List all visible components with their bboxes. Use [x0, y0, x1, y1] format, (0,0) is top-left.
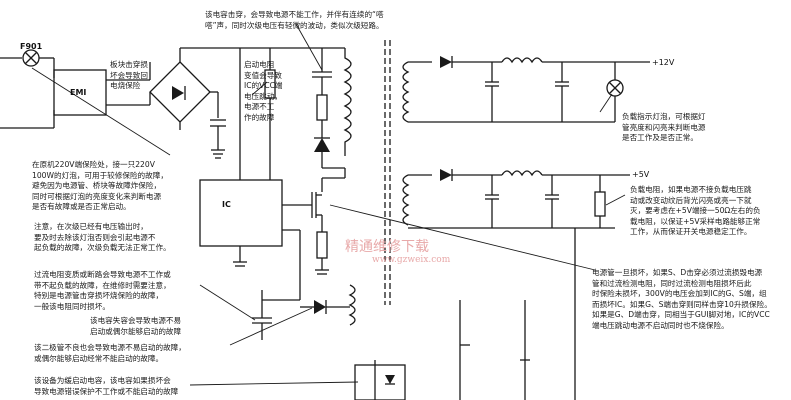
bridge-note: 板块击穿损 坏会导致回 电烧保险	[110, 60, 148, 91]
output-5v-label: +5V	[632, 170, 650, 179]
secondary-winding-12v-icon	[402, 61, 410, 123]
diode-note: 该二极管不良也会导致电源不易启动的故障， 或偶尔能够启动经常不能启动的故障。	[34, 343, 186, 363]
output-12v-label: +12V	[652, 58, 675, 67]
emi-label: EMI	[70, 88, 87, 97]
ic-label: IC	[222, 200, 231, 209]
capacitor-short-note: 该电容击穿，会导致电源不能工作，并伴有连续的“嗒 嗒”声，同时次级电压有轻微的波…	[205, 10, 384, 30]
load-lamp-note: 负载指示灯泡，可根据灯 管亮度和闪亮来判断电源 是否工作及是否正常。	[622, 112, 706, 143]
watermark-url: www.gzweix.com	[372, 255, 451, 265]
ic-box	[199, 179, 283, 247]
primary-winding-icon	[343, 48, 352, 156]
secondary-winding-5v-icon	[402, 174, 410, 226]
emi-filter-box	[53, 69, 107, 116]
watermark-text: 精通维修下载	[345, 239, 429, 255]
mains-lamp-note: 在原机220V端保险处，接一只220V 100W的灯泡，可用于较修保险的故障， …	[32, 160, 168, 212]
fuse-label: F901	[20, 42, 43, 51]
startup-resistor-note: 启动电阻 变值会导致 IC的VCC端 电压跳动， 电源不工 作的故障	[244, 60, 283, 122]
overcurrent-resistor-note: 过流电阻变质或断路会导致电源不工作或 带不起负载的故障，在维修时需要注意， 特别…	[34, 270, 171, 311]
mosfet-note: 电源管一旦损坏，如果S、D击穿必须过流损毁电源 管和过流检测电阻，同时过流检测电…	[592, 268, 772, 330]
attention-note: 注意，在次级已经有电压输出时， 要及时去除该灯泡否则会引起电源不 起负载的故障，…	[34, 222, 171, 253]
dummy-load-note: 负载电阻，如果电源不接负载电压跳 动或改变动纹后背光闪亮或亮一下就 灭，要考虑在…	[630, 185, 761, 237]
optocoupler-box	[354, 364, 406, 400]
optocoupler-note: 该设备为缓启动电容，该电容如果损坏会 导致电源错误保护不工作或不能启动的故障	[34, 376, 179, 396]
aux-capacitor-note: 该电容失容会导致电源不易 启动或偶尔能够启动的故障	[90, 316, 182, 336]
